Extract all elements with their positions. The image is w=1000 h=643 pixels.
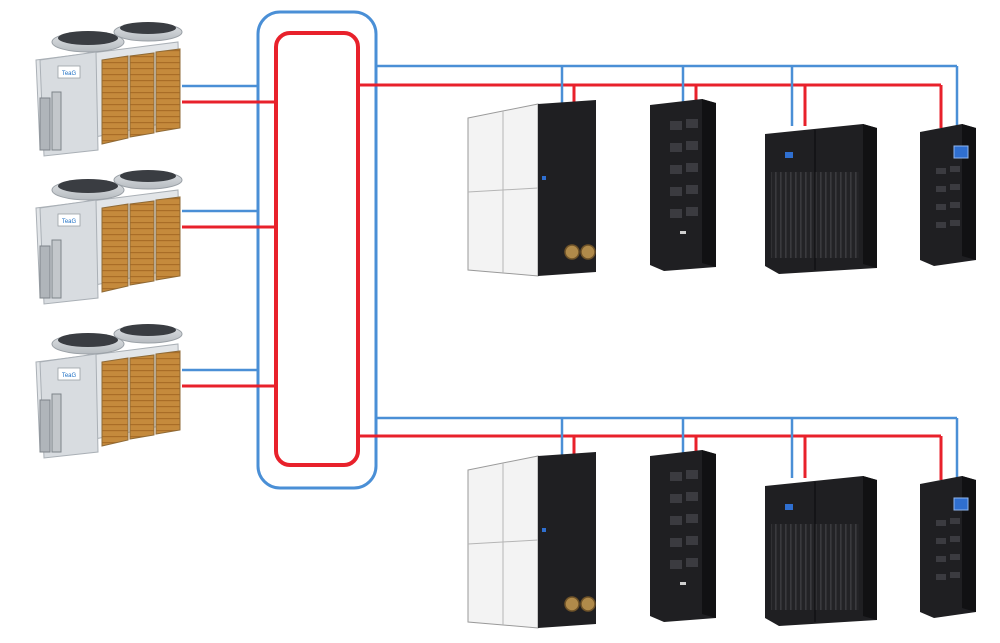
brand-label: TeaG	[62, 71, 77, 77]
chiller-pipes	[182, 84, 276, 388]
bottom-row-pipes	[358, 416, 959, 480]
distribution-cabinet	[650, 450, 716, 622]
header-supply-loop	[274, 31, 360, 467]
header-return-loop	[256, 10, 378, 490]
brand-label: TeaG	[62, 373, 77, 379]
floor-standing-cooler	[467, 100, 596, 277]
in-row-cooler	[920, 124, 976, 266]
hydraulic-header-loop	[256, 10, 378, 490]
distribution-cabinet	[650, 99, 716, 271]
dry-cooler-1: TeaG	[35, 22, 183, 157]
precision-air-conditioner	[765, 476, 877, 626]
dry-cooler-3: TeaG	[35, 324, 183, 459]
precision-air-conditioner	[765, 124, 877, 274]
brand-label: TeaG	[62, 219, 77, 225]
in-row-cooler	[920, 476, 976, 618]
dry-cooler-2: TeaG	[35, 170, 183, 305]
indoor-row-top	[467, 99, 976, 277]
top-row-pipes	[358, 64, 959, 128]
floor-standing-cooler	[467, 452, 596, 629]
indoor-row-bottom	[467, 450, 976, 629]
